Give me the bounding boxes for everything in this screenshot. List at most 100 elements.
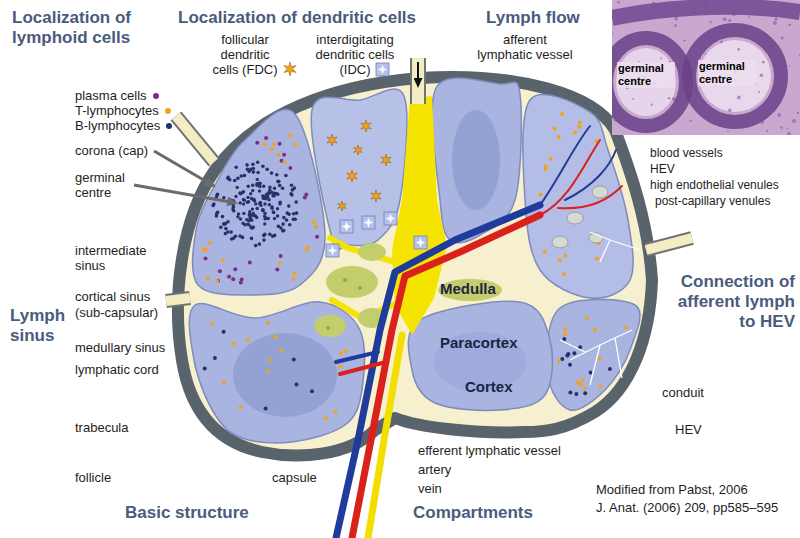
- lymphocyte-dot: [273, 217, 276, 220]
- lymphocyte-dot: [248, 215, 251, 218]
- lymphocyte-dot: [219, 225, 223, 229]
- blood-vessels: [558, 186, 622, 208]
- lymphocyte-dot: [201, 247, 205, 251]
- blood-vessels: [336, 126, 622, 538]
- lymphocyte-dot: [563, 332, 567, 336]
- lymphocyte-dot: [234, 195, 237, 198]
- source-note: J. Anat. (2006) 209, pp585–595: [596, 500, 778, 515]
- micrograph-texture: [660, 57, 662, 59]
- lymphocyte-dot: [258, 185, 261, 188]
- lymphocyte-dot: [251, 163, 255, 167]
- afferent-vessels: [412, 58, 424, 104]
- section-heading: Lymph sinus: [10, 306, 72, 346]
- section-heading: Localization of dendritic cells: [178, 8, 416, 28]
- lymphocyte-dot: [247, 200, 250, 203]
- idc-symbol: [378, 65, 388, 75]
- legend-text: T-lymphocytes: [75, 103, 159, 118]
- lymphocyte-dot: [278, 261, 282, 265]
- micrograph-texture: [745, 125, 748, 128]
- blood-vessels: [540, 140, 600, 215]
- fdc-symbol: [381, 154, 391, 166]
- lymphocyte-dot: [204, 257, 208, 261]
- micrograph-texture: [615, 113, 617, 115]
- lymphocyte-dot: [263, 212, 266, 215]
- lymphocyte-dot: [560, 112, 564, 116]
- lymphocyte-dot: [233, 267, 237, 271]
- lymphocyte-dot: [249, 192, 252, 195]
- lymphocyte-dot: [254, 202, 257, 205]
- idc-symbol: [386, 214, 396, 224]
- micrograph-texture: [780, 126, 783, 129]
- lymphocyte-dot: [315, 235, 319, 239]
- medullary-cords: [438, 279, 502, 301]
- lymphocyte-dot: [239, 201, 242, 204]
- micrograph-texture: [674, 24, 677, 27]
- lymphocyte-dot: [281, 186, 285, 190]
- lymphocyte-dot: [276, 214, 279, 217]
- lymphocyte-dot: [624, 325, 628, 329]
- micrograph-texture: [720, 40, 723, 43]
- micrograph-texture: [682, 92, 686, 96]
- lymph-sinus: [330, 238, 395, 262]
- micrograph-texture: [704, 2, 708, 6]
- lymphocyte-dot: [210, 321, 214, 325]
- lymphocyte-dot: [338, 365, 342, 369]
- lymphocyte-dot: [597, 356, 601, 360]
- legend-text: interdigitating dendritic cells (IDC): [305, 32, 405, 77]
- lymphocyte-dot: [253, 199, 256, 202]
- conduits: [560, 232, 640, 385]
- lymphocyte-dot: [251, 207, 254, 210]
- afferent-vessels: [176, 116, 214, 162]
- micrograph-texture: [683, 39, 685, 41]
- legend-text: B-lymphocytes: [75, 118, 160, 133]
- lymphocyte-dot: [275, 268, 279, 272]
- legend-swatch: [153, 93, 159, 99]
- legend-swatch: [166, 123, 172, 129]
- legend-text: plasma cells: [75, 88, 147, 103]
- lymphocyte-dot: [278, 202, 281, 205]
- lymphocyte-dot: [263, 215, 266, 218]
- hev: [592, 186, 608, 198]
- conduits: [590, 345, 600, 385]
- micrograph-texture: [760, 120, 764, 124]
- lymphocyte-dot: [574, 392, 578, 396]
- lymphocyte-dot: [232, 206, 235, 209]
- lymphocyte-dot: [272, 210, 275, 213]
- lymphocyte-dot: [583, 387, 587, 391]
- fdc-symbol: [371, 190, 381, 202]
- lymphocyte-dot: [222, 196, 226, 200]
- micrograph-texture: [660, 10, 663, 13]
- micrograph-texture: [774, 17, 777, 20]
- lymphocyte-dot: [224, 227, 228, 231]
- lymphocyte-dot: [247, 185, 250, 188]
- section-heading: Connection of afferent lymph to HEV: [665, 272, 795, 332]
- part-label: follicle: [75, 470, 111, 485]
- lymphocyte-dot: [270, 207, 273, 210]
- micrograph: [612, 0, 800, 135]
- lymphocyte-dot: [599, 384, 603, 388]
- lymphocyte-dot: [256, 161, 260, 165]
- lymphocyte-dot: [268, 186, 271, 189]
- micrograph-texture: [719, 28, 722, 31]
- lymphocyte-dot: [292, 217, 296, 221]
- blood-vessels: [340, 362, 386, 374]
- lymphocyte-dot: [266, 321, 270, 325]
- lymphocyte-dot: [218, 269, 222, 273]
- lymphocyte-dot: [251, 189, 254, 192]
- idc-symbol: [414, 236, 427, 249]
- lymphocyte-dot: [578, 121, 582, 125]
- lymphocyte-dot: [277, 153, 281, 157]
- hev: [552, 186, 608, 248]
- micrograph-texture: [762, 61, 765, 64]
- afferent-vessels: [646, 238, 692, 250]
- lymphocyte-dot: [333, 409, 337, 413]
- micrograph-texture: [799, 54, 800, 56]
- leader-arrows: [134, 151, 236, 203]
- hev: [567, 212, 583, 224]
- conduits: [570, 330, 632, 360]
- legend-swatch: [165, 108, 171, 114]
- lymphocyte-dot: [292, 277, 296, 281]
- leader-arrows: [154, 151, 214, 186]
- part-label: (sub-capsular): [75, 305, 158, 320]
- idc-symbol: [340, 220, 353, 233]
